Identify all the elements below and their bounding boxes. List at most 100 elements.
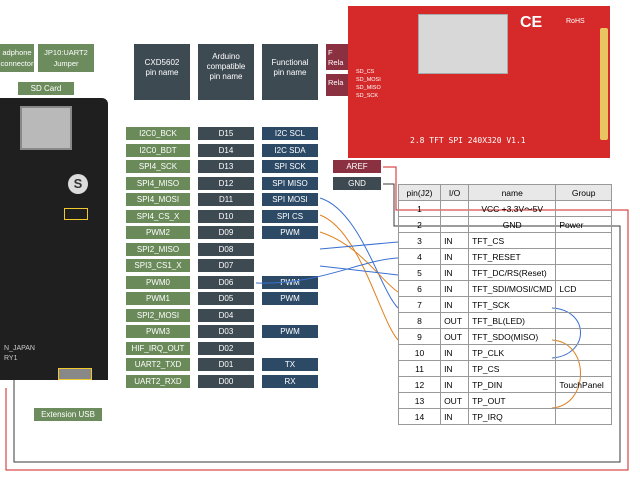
partial-header-box-1: F Rela xyxy=(326,44,350,70)
arduino-pin-label: D00 xyxy=(198,375,254,388)
functional-pin-label: RX xyxy=(262,375,318,388)
sd-card-slot xyxy=(20,106,72,150)
pin-number-cell: 11 xyxy=(397,360,442,377)
io-cell: IN xyxy=(440,360,470,377)
lcd-title: 2.8 TFT SPI 240X320 V1.1 xyxy=(410,136,526,145)
arduino-pin-label: D03 xyxy=(198,325,254,338)
group-cell xyxy=(555,248,612,265)
functional-pin-label: SPI MOSI xyxy=(262,193,318,206)
pin-number-cell: 4 xyxy=(397,248,442,265)
group-cell xyxy=(555,328,612,345)
group-header: Group xyxy=(555,184,612,201)
functional-pin-label: I2C SCL xyxy=(262,127,318,140)
pin-name-cell: TP_CLK xyxy=(468,344,557,361)
group-cell: TouchPanel xyxy=(555,376,612,393)
wire-sck xyxy=(319,197,399,309)
board-logo: S xyxy=(68,174,88,194)
cxd-pin-label: HIF_IRQ_OUT xyxy=(126,342,190,355)
pin-name-cell: TFT_SCK xyxy=(468,296,557,313)
sd-card-label: SD Card xyxy=(18,82,74,95)
uart-jumper-label: JP10:UART2 Jumper xyxy=(38,44,94,72)
pin-number-cell: 6 xyxy=(397,280,442,297)
io-cell: IN xyxy=(440,280,470,297)
arduino-pin-label: D07 xyxy=(198,259,254,272)
pin-number-cell: 13 xyxy=(397,392,442,409)
functional-pin-label: SPI MISO xyxy=(262,177,318,190)
cxd-pin-label: SPI4_MOSI xyxy=(126,193,190,206)
pin-number-cell: 7 xyxy=(397,296,442,313)
io-cell xyxy=(440,216,470,233)
functional-pin-label: PWM xyxy=(262,292,318,305)
cxd-pin-label: PWM0 xyxy=(126,276,190,289)
io-cell: IN xyxy=(440,408,470,425)
group-cell: LCD xyxy=(555,280,612,297)
arduino-pin-label: D02 xyxy=(198,342,254,355)
arduino-pin-label: D06 xyxy=(198,276,254,289)
pin-name-cell: TP_IRQ xyxy=(468,408,557,425)
io-cell: IN xyxy=(440,344,470,361)
pin-number-cell: 3 xyxy=(397,232,442,249)
headphone-label: adphone connector xyxy=(0,44,34,72)
group-cell xyxy=(555,360,612,377)
functional-pin-label: I2C SDA xyxy=(262,144,318,157)
pin-name-cell: TFT_SDO(MISO) xyxy=(468,328,557,345)
pin-name-cell: TFT_CS xyxy=(468,232,557,249)
io-header: I/O xyxy=(440,184,470,201)
group-cell xyxy=(555,312,612,329)
lcd-rohs-mark: RoHS xyxy=(566,18,585,25)
arduino-header: Arduino compatible pin name xyxy=(198,44,254,100)
wire-miso xyxy=(319,214,399,341)
functional-pin-label: SPI CS xyxy=(262,210,318,223)
lcd-ce-mark: CE xyxy=(520,14,543,31)
extension-usb-label: Extension USB xyxy=(34,408,102,421)
io-cell: IN xyxy=(440,376,470,393)
lcd-sd-slot xyxy=(418,14,508,74)
wire-mosi xyxy=(319,231,399,293)
pin-number-cell: 14 xyxy=(397,408,442,425)
io-cell: OUT xyxy=(440,392,470,409)
aref-label: AREF xyxy=(333,160,381,173)
lcd-sd-label: SD_SCK xyxy=(356,93,379,99)
io-cell: OUT xyxy=(440,328,470,345)
usb-connector xyxy=(58,368,92,380)
pin-name-cell: TP_DIN xyxy=(468,376,557,393)
arduino-pin-label: D01 xyxy=(198,358,254,371)
wire-cs xyxy=(319,241,399,250)
lcd-sd-labels: SD_CS SD_MOSI SD_MISO SD_SCK xyxy=(356,68,381,100)
cxd-pin-label: SPI4_SCK xyxy=(126,160,190,173)
group-cell xyxy=(555,392,612,409)
functional-pin-label: PWM xyxy=(262,226,318,239)
partial-header-box-2: Rela xyxy=(326,74,350,96)
partial-header: F Rela Rela xyxy=(326,44,350,100)
arduino-pin-label: D09 xyxy=(198,226,254,239)
name-header: name xyxy=(468,184,557,201)
lcd-sd-label: SD_CS xyxy=(356,69,375,75)
pin-name-cell: TFT_DC/RS(Reset) xyxy=(468,264,557,281)
board-text-2: RY1 xyxy=(4,355,18,362)
group-cell xyxy=(555,200,612,217)
pin-number-cell: 9 xyxy=(397,328,442,345)
arduino-pin-label: D14 xyxy=(198,144,254,157)
lcd-sd-label: SD_MOSI xyxy=(356,77,381,83)
lcd-sd-label: SD_MISO xyxy=(356,85,381,91)
arduino-pin-label: D10 xyxy=(198,210,254,223)
cxd-pin-label: SPI2_MOSI xyxy=(126,309,190,322)
cxd-pin-label: SPI2_MISO xyxy=(126,243,190,256)
cxd-pin-label: SPI4_MISO xyxy=(126,177,190,190)
cxd-pin-label: PWM3 xyxy=(126,325,190,338)
pin-number-cell: 5 xyxy=(397,264,442,281)
cxd-pin-label: PWM1 xyxy=(126,292,190,305)
io-cell: IN xyxy=(440,232,470,249)
pin-table-header-row: pin(J2) I/O name Group xyxy=(397,184,612,201)
functional-pin-label: SPI SCK xyxy=(262,160,318,173)
io-cell: IN xyxy=(440,248,470,265)
cxd-pin-label: UART2_RXD xyxy=(126,375,190,388)
